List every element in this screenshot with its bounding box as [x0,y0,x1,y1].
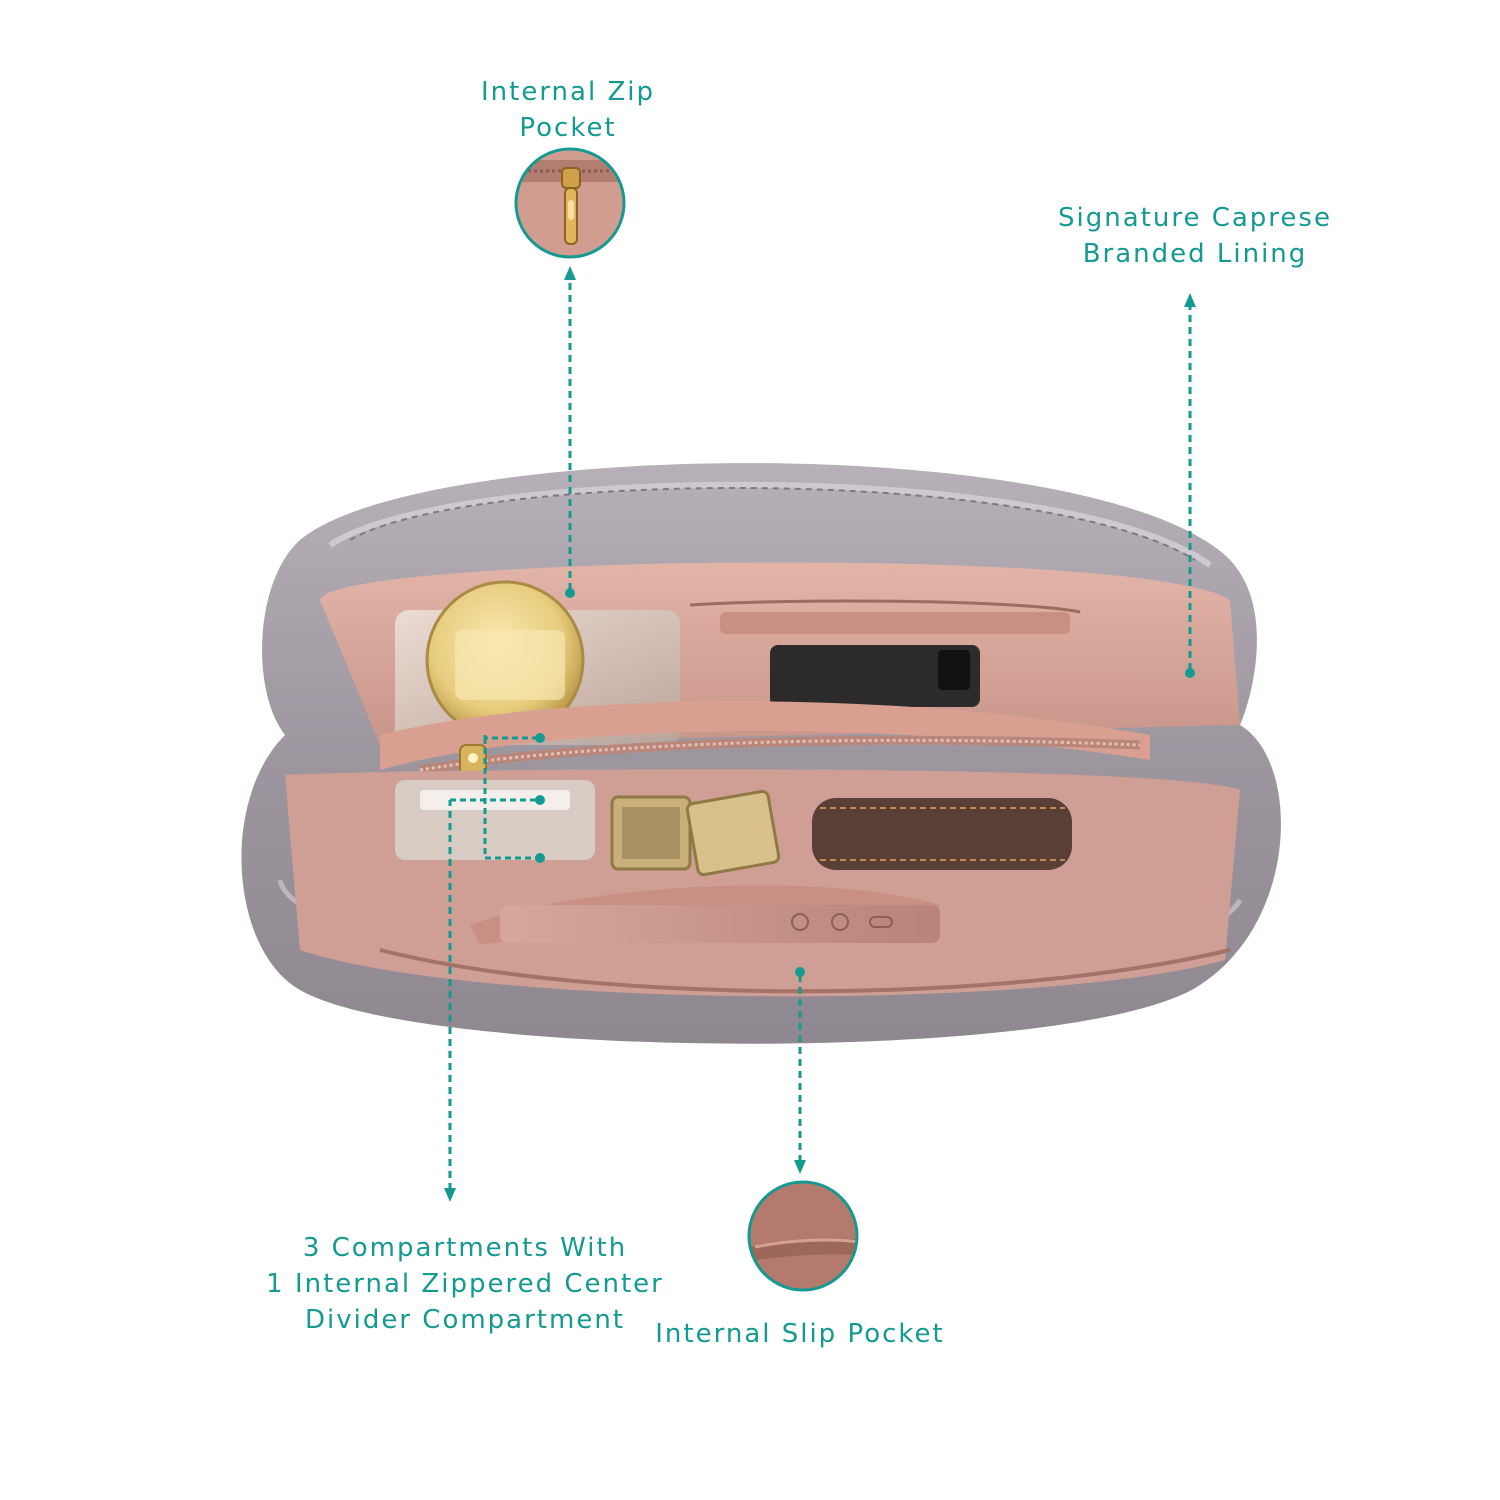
zip-pocket-inset [514,147,626,259]
leader-slip-pocket [794,967,806,1174]
rose-gold-phone [500,905,940,943]
brown-card-holder [812,798,1072,870]
callout-compartments: 3 Compartments With 1 Internal Zippered … [255,1230,675,1338]
back-zip-pocket-seam [689,599,1081,614]
bag-stitch-line [349,487,1196,561]
callout-line: Signature Caprese [1058,203,1332,233]
callout-line: Divider Compartment [304,1305,625,1335]
callout-internal-slip-pocket: Internal Slip Pocket [650,1316,950,1352]
gold-lipstick-left [610,795,692,871]
black-compact-case [770,645,980,707]
leader-branded-lining [1184,293,1196,678]
callout-line: Internal Slip Pocket [655,1319,945,1349]
leader-compartments [444,733,545,1202]
callout-internal-zip-pocket: Internal Zip Pocket [468,74,668,146]
callout-line: 1 Internal Zippered Center [266,1269,664,1299]
bag-top-rim-highlight [328,481,1212,568]
callout-line: 3 Compartments With [302,1233,628,1263]
gold-lipstick-right [685,789,781,877]
callout-branded-lining: Signature Caprese Branded Lining [1040,200,1350,272]
back-zip-pocket-opening [720,612,1070,634]
zipper-pull-icon [561,167,581,245]
callout-line: Internal Zip [480,77,655,107]
callout-line: Pocket [519,113,617,143]
slip-pocket-inset [747,1180,859,1292]
glass-jar-item [395,780,595,860]
leader-zip-pocket [564,266,576,598]
callout-line: Branded Lining [1082,239,1308,269]
slip-pocket-detail-icon [749,1238,857,1262]
